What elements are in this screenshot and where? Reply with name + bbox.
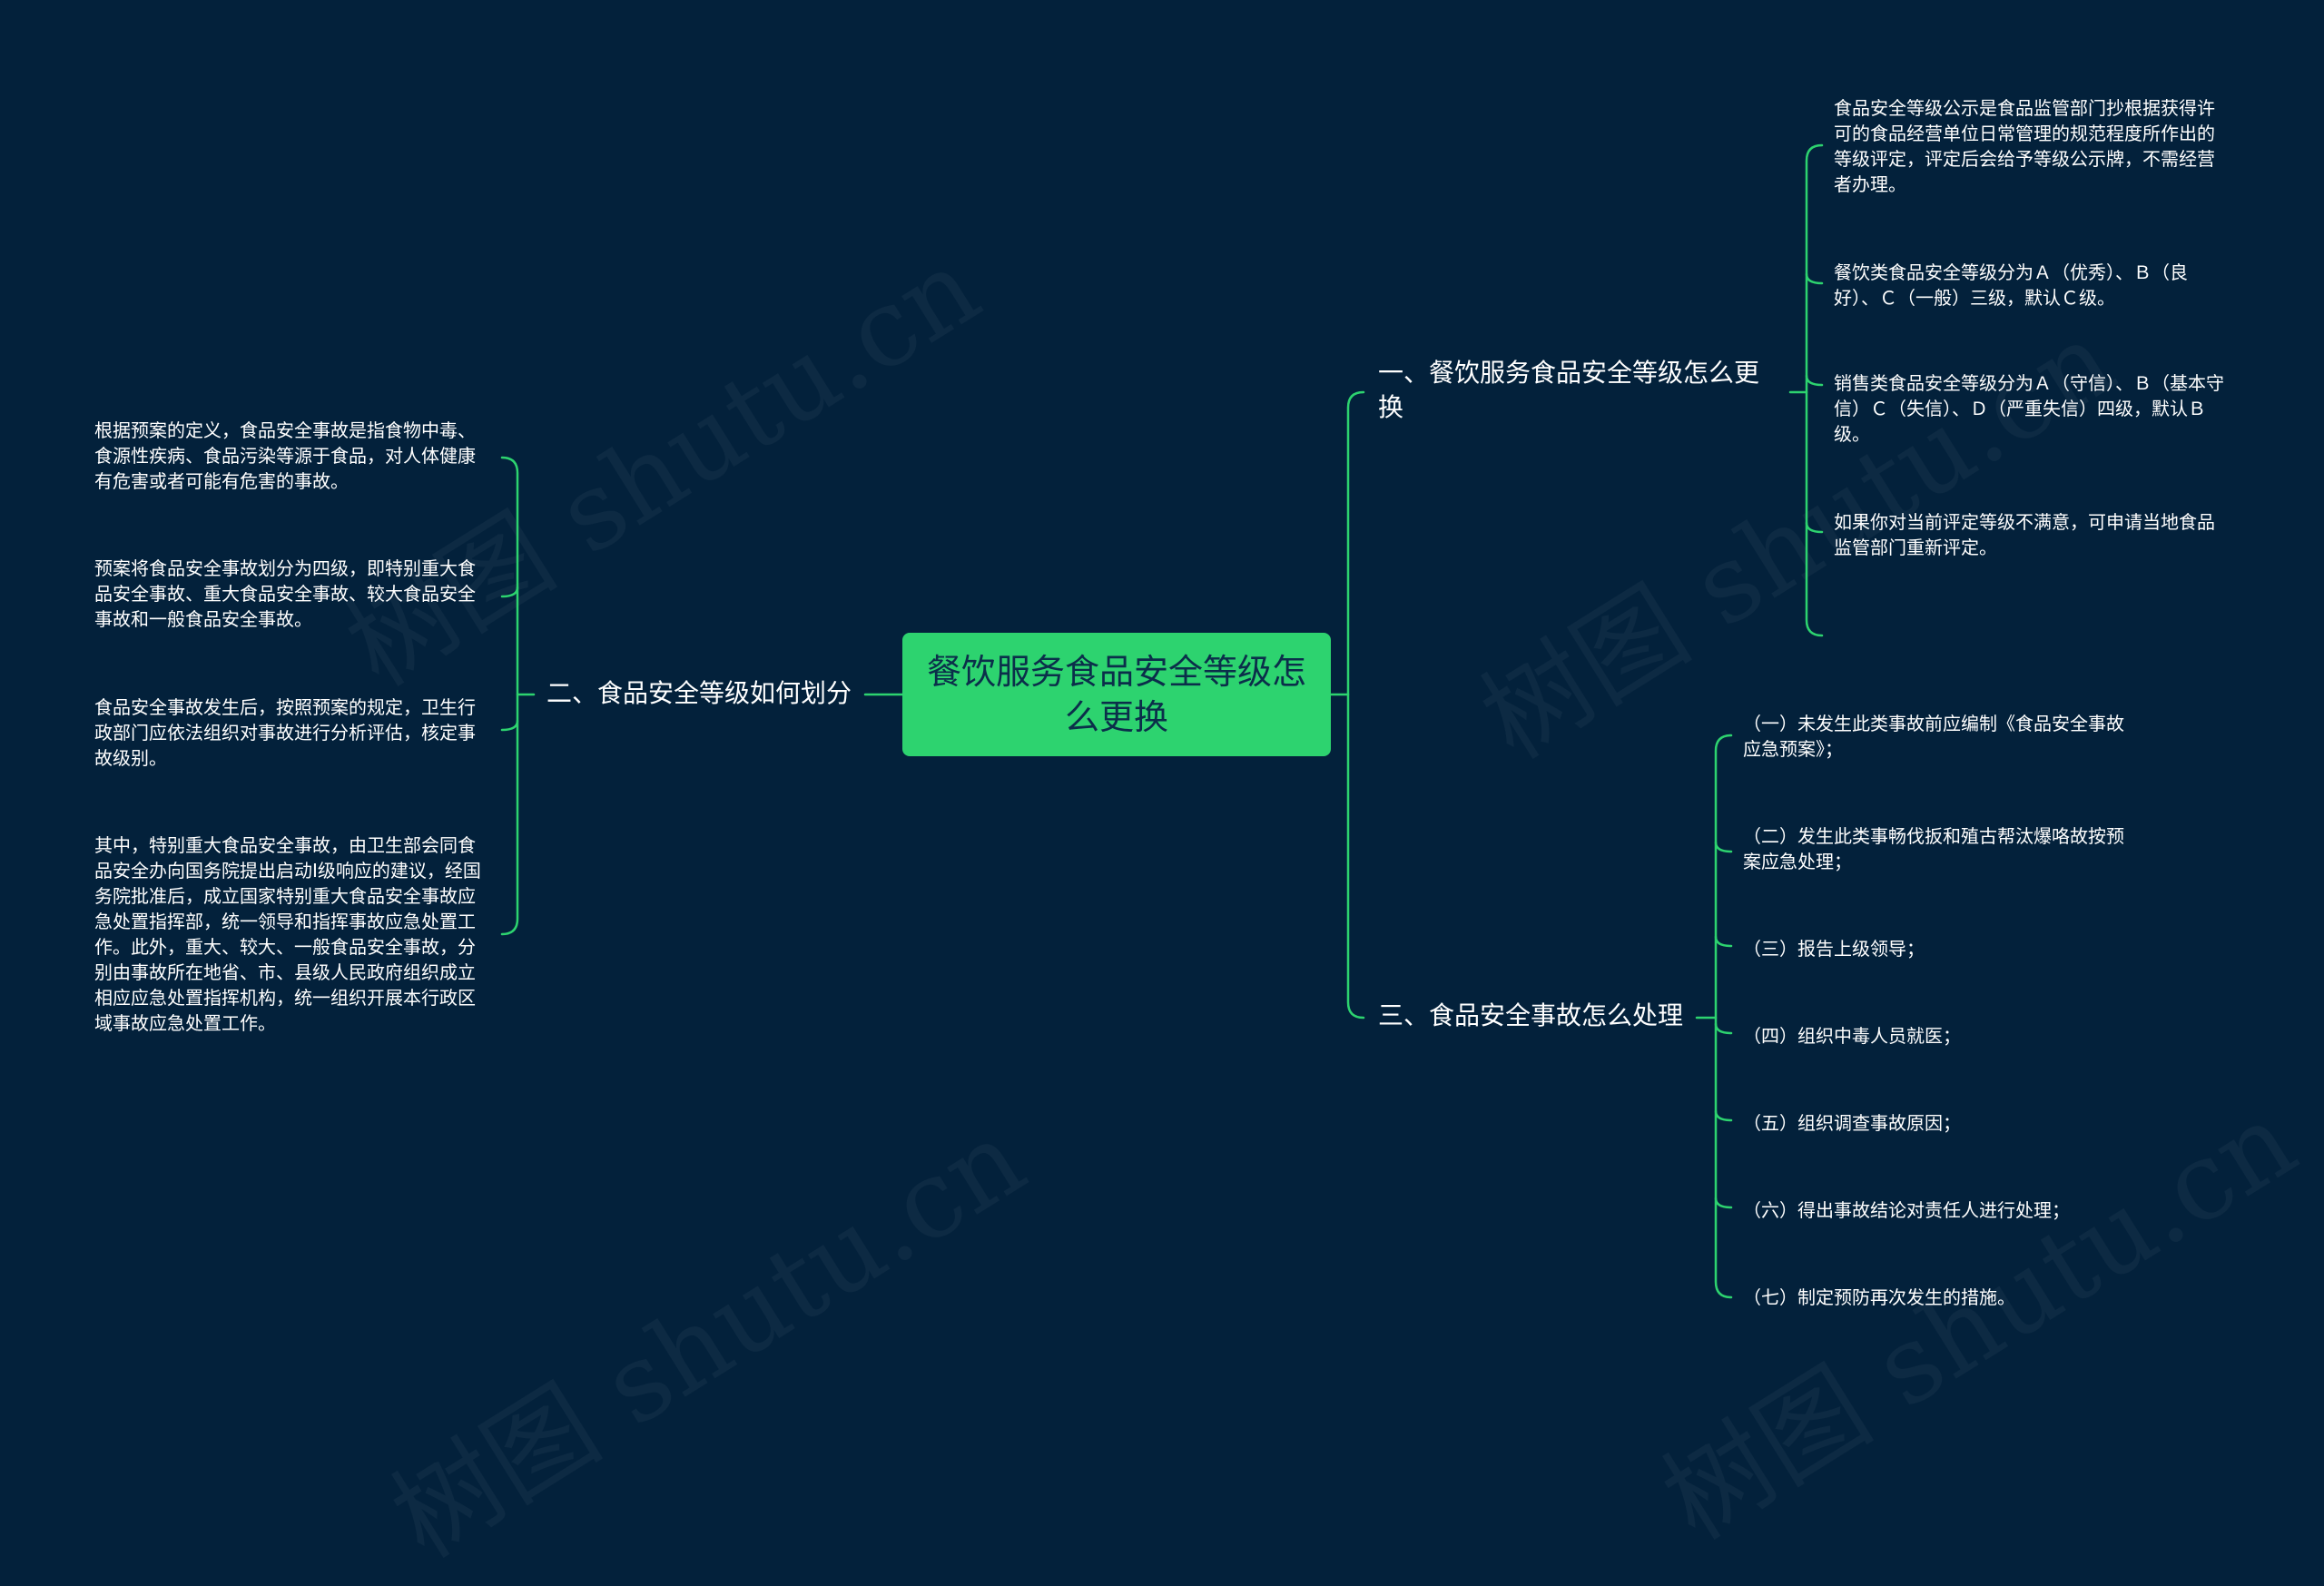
branch-label: 二、食品安全等级如何划分 — [547, 678, 852, 708]
branch-label: 三、食品安全事故怎么处理 — [1378, 1000, 1684, 1030]
connector-b1-tick — [1805, 521, 1824, 534]
leaf-node[interactable]: 预案将食品安全事故划分为四级，即特别重大食品安全事故、重大食品安全事故、较大食品… — [94, 557, 476, 630]
leaf-node[interactable]: 餐饮类食品安全等级分为Ａ（优秀）、Ｂ（良好）、Ｃ（一般）三级，默认Ｃ级。 — [1834, 261, 2188, 309]
leaf-node[interactable]: （五）组织调查事故原因； — [1743, 1112, 1961, 1134]
branch-node-3[interactable]: 三、食品安全事故怎么处理 — [1378, 999, 1700, 1033]
connector-b3-tick — [1714, 841, 1733, 853]
mindmap-canvas: 树图 shutu.cn 树图 shutu.cn 树图 shutu.cn 树图 s… — [94, 97, 2316, 1581]
leaf-node[interactable]: （七）制定预防再次发生的措施。 — [1743, 1286, 2015, 1308]
connector-b2-tick — [500, 719, 519, 732]
branch-node-1[interactable]: 一、餐饮服务食品安全等级怎么更换 — [1378, 356, 1782, 425]
leaf-node[interactable]: （六）得出事故结论对责任人进行处理； — [1743, 1199, 2070, 1221]
branch-label: 一、餐饮服务食品安全等级怎么更换 — [1378, 358, 1760, 422]
leaf-node[interactable]: 销售类食品安全等级分为Ａ（守信）、Ｂ（基本守信）Ｃ（失信）、Ｄ（严重失信）四级，… — [1834, 372, 2224, 445]
leaf-node[interactable]: （三）报告上级领导； — [1743, 938, 1925, 960]
connector-b3-tick — [1714, 1022, 1733, 1035]
branch-node-2[interactable]: 二、食品安全等级如何划分 — [547, 676, 864, 711]
connector-lines — [500, 143, 1824, 1299]
root-label: 餐饮服务食品安全等级怎么更换 — [926, 652, 1306, 737]
connector-b3-tick — [1714, 935, 1733, 948]
connector-b3-bracket — [1714, 734, 1733, 1299]
root-node[interactable]: 餐饮服务食品安全等级怎么更换 — [902, 633, 1331, 756]
connector-b3-tick — [1714, 1109, 1733, 1122]
connector-b1-tick — [1805, 374, 1824, 387]
connector-right-trunk — [1346, 390, 1365, 1020]
leaf-node[interactable]: 根据预案的定义，食品安全事故是指食物中毒、食源性疾病、食品污染等源于食品，对人体… — [94, 419, 476, 492]
leaf-node[interactable]: 其中，特别重大食品安全事故，由卫生部会同食品安全办向国务院提出启动Ⅰ级响应的建议… — [94, 834, 481, 1034]
connector-b2-tick — [500, 586, 519, 598]
leaf-node[interactable]: 食品安全事故发生后，按照预案的规定，卫生行政部门应依法组织对事故进行分析评估，核… — [94, 696, 476, 769]
leaf-node[interactable]: 如果你对当前评定等级不满意，可申请当地食品监管部门重新评定。 — [1834, 511, 2215, 558]
leaf-node[interactable]: （二）发生此类事畅伐扳和殖古帮汰爆咯故按预案应急处理； — [1743, 825, 2124, 872]
leaf-node[interactable]: （四）组织中毒人员就医； — [1743, 1025, 1961, 1047]
connector-b1-bracket — [1805, 143, 1824, 637]
connector-b1-tick — [1805, 272, 1824, 285]
leaf-node[interactable]: （一）未发生此类事故前应编制《食品安全事故应急预案》； — [1743, 713, 2124, 760]
leaf-node[interactable]: 食品安全等级公示是食品监管部门抄根据获得许可的食品经营单位日常管理的规范程度所作… — [1834, 97, 2215, 195]
connector-b2-bracket — [500, 456, 519, 936]
connector-b3-tick — [1714, 1197, 1733, 1209]
